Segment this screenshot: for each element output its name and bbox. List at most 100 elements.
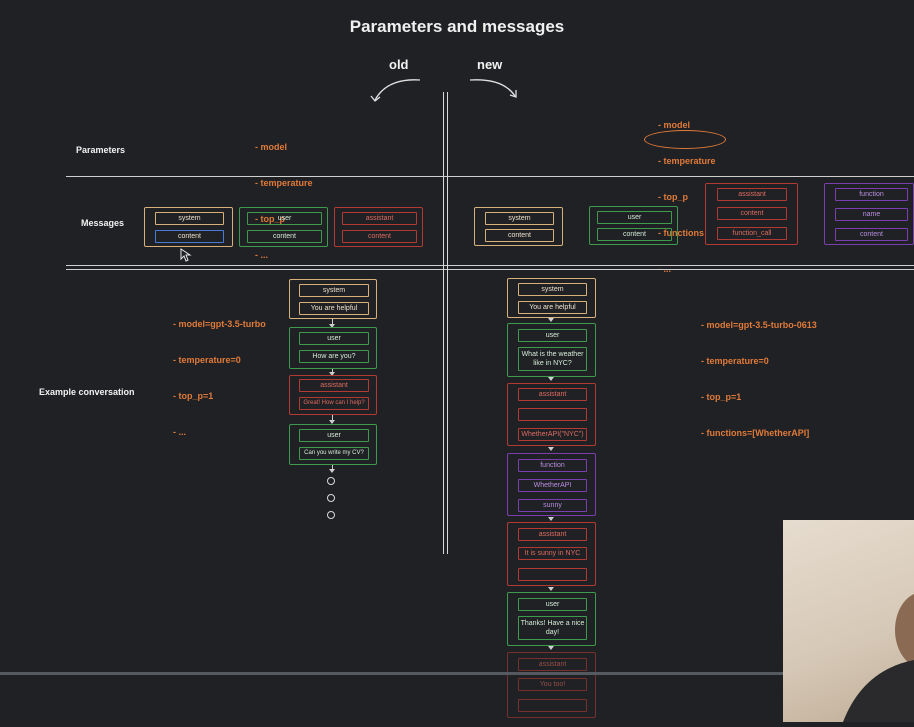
new-function-message: function name content [824, 183, 914, 245]
param-item: - top_p [255, 214, 285, 224]
chip-role: system [155, 212, 224, 225]
param-item: - top_p=1 [701, 392, 742, 402]
old-conv-system: system You are helpful [289, 279, 377, 319]
new-conv-function: function WhetherAPI sunny [507, 453, 596, 516]
chip-content [518, 408, 587, 421]
param-item: - top_p=1 [173, 391, 214, 401]
flow-arrow [332, 319, 333, 325]
chip-content: How are you? [299, 350, 369, 363]
chip-role: system [485, 212, 554, 225]
chip-role: function [835, 188, 908, 201]
param-item: - ... [255, 250, 268, 260]
chip-content: Great! How can I help? [299, 397, 369, 410]
chip-content: Thanks! Have a nice day! [518, 616, 587, 640]
chip-name: name [835, 208, 908, 221]
chip-role: function [518, 459, 587, 472]
chip-function-call: WhetherAPI("NYC") [518, 428, 587, 441]
flow-arrow [332, 415, 333, 422]
chip-content: sunny [518, 499, 587, 512]
flow-arrow [332, 369, 333, 373]
param-item: - ... [173, 427, 186, 437]
functions-highlight-ellipse [644, 130, 726, 149]
chip-role: assistant [342, 212, 417, 225]
arrowhead-icon [548, 318, 554, 322]
old-user-message: user content [239, 207, 328, 247]
param-item: - model=gpt-3.5-turbo [173, 319, 266, 329]
chip-content: You too! [518, 678, 587, 691]
chip-role: user [597, 211, 672, 224]
chip-role: user [247, 212, 322, 225]
chip-content: It is sunny in NYC [518, 547, 587, 560]
chip-function-call [518, 699, 587, 712]
old-conv-user: user How are you? [289, 327, 377, 369]
chip-name: WhetherAPI [518, 479, 587, 492]
arrowhead-icon [548, 587, 554, 591]
chip-role: user [518, 329, 587, 342]
divider-messages-1 [66, 265, 914, 266]
presenter-webcam [783, 520, 914, 722]
chip-content: content [155, 230, 224, 243]
chip-role: user [299, 429, 369, 442]
new-conv-assistant-2: assistant It is sunny in NYC [507, 522, 596, 586]
new-system-message: system content [474, 207, 563, 246]
chip-content: content [247, 230, 322, 243]
param-item: - functions=[WhetherAPI] [701, 428, 810, 438]
row-label-messages: Messages [81, 218, 125, 228]
arrowhead-icon [548, 517, 554, 521]
old-header: old [389, 57, 409, 72]
chip-role: assistant [299, 379, 369, 392]
chip-content: What is the weather like in NYC? [518, 347, 587, 371]
new-conv-user-2: user Thanks! Have a nice day! [507, 592, 596, 646]
chip-role: assistant [518, 658, 587, 671]
chip-content: You are helpful [299, 302, 369, 315]
chip-role: system [518, 283, 587, 296]
chip-role: system [299, 284, 369, 297]
chip-role: assistant [518, 388, 587, 401]
chip-content: content [717, 207, 787, 220]
param-item: - temperature [658, 156, 716, 166]
param-item: - temperature [255, 178, 313, 188]
divider-params [66, 176, 914, 177]
divider-vertical-2 [447, 92, 448, 554]
chip-content: You are helpful [518, 301, 587, 314]
param-item: - model=gpt-3.5-turbo-0613 [701, 320, 817, 330]
new-conv-assistant: assistant WhetherAPI("NYC") [507, 383, 596, 446]
row-label-parameters: Parameters [76, 145, 126, 155]
param-item: - top_p [658, 192, 688, 202]
chip-role: assistant [717, 188, 787, 201]
chip-content: content [597, 228, 672, 241]
arrowhead-icon [548, 646, 554, 650]
param-item: - functions [658, 228, 704, 238]
row-label-example: Example conversation [39, 387, 135, 397]
chip-content: content [835, 228, 908, 241]
presenter-silhouette-icon [843, 594, 914, 722]
continuation-dot [327, 511, 335, 519]
mouse-cursor-icon [180, 248, 192, 262]
chip-content: content [342, 230, 417, 243]
old-conv-user-2: user Can you write my CV? [289, 424, 377, 465]
chip-role: assistant [518, 528, 587, 541]
new-user-message: user content [589, 206, 678, 245]
chip-content: content [485, 229, 554, 242]
new-conv-assistant-3: assistant You too! [507, 652, 596, 718]
param-item: - temperature=0 [173, 355, 241, 365]
param-item: - temperature=0 [701, 356, 769, 366]
chip-content: Can you write my CV? [299, 447, 369, 460]
continuation-dot [327, 477, 335, 485]
arrowhead-icon [329, 324, 335, 328]
arrowhead-icon [329, 372, 335, 376]
arrowhead-icon [548, 447, 554, 451]
new-assistant-message: assistant content function_call [705, 183, 798, 245]
video-progress-bar[interactable] [0, 672, 914, 675]
new-header: new [477, 57, 503, 72]
param-item: - model [255, 142, 288, 152]
old-conv-assistant: assistant Great! How can I help? [289, 375, 377, 415]
param-item: - model [658, 120, 691, 130]
direction-arrows-icon [370, 79, 517, 102]
page-title: Parameters and messages [349, 17, 565, 36]
new-conv-user: user What is the weather like in NYC? [507, 323, 596, 377]
new-example-params: - model=gpt-3.5-turbo-0613 - temperature… [701, 295, 817, 451]
arrowhead-icon [329, 420, 335, 424]
chip-function-call: function_call [717, 227, 787, 240]
old-example-params: - model=gpt-3.5-turbo - temperature=0 - … [173, 294, 266, 450]
